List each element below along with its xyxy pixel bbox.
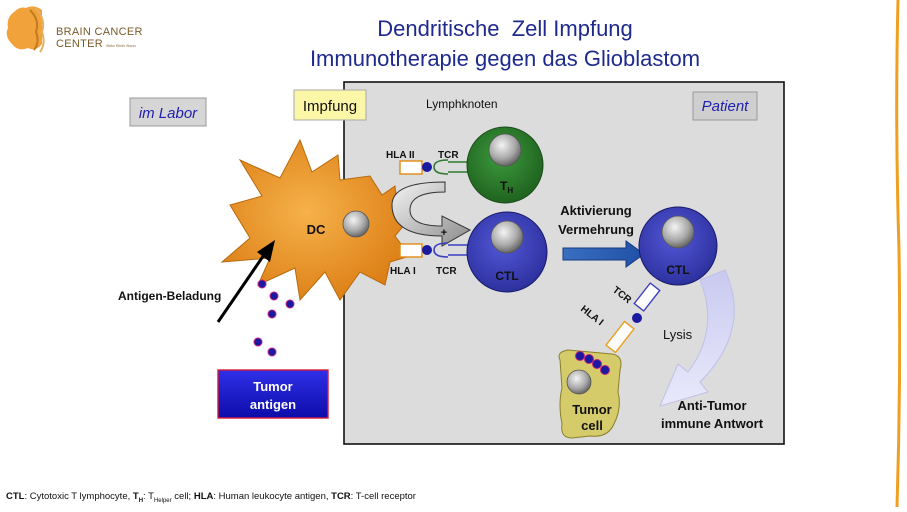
- footnote-tcr-text: : T-cell receptor: [350, 491, 416, 502]
- hla2-receptor: [399, 160, 423, 175]
- aktivierung-label: Aktivierung: [560, 203, 632, 218]
- tumor-cell-label-1: Tumor: [572, 402, 611, 417]
- tcr-th-stem: [448, 161, 470, 173]
- title-line-1: Dendritische Zell Impfung: [377, 16, 633, 41]
- tumor-antigen-dots: [253, 279, 295, 357]
- footnote-th-abbr: TH: [132, 491, 144, 504]
- title-line-2: Immunotherapie gegen das Glioblastom: [309, 46, 701, 71]
- hla2-antigen: [422, 162, 432, 172]
- lysis-arrow: [659, 269, 735, 407]
- footnote-th-abbr-main: T: [132, 491, 139, 502]
- antigen-beladung-label: Antigen-Beladung: [118, 289, 221, 303]
- anti-tumor-label-1: Anti-Tumor: [677, 398, 746, 413]
- dc-nucleus: [342, 210, 370, 238]
- hla1-antigen: [422, 245, 432, 255]
- hla2-label: HLA II: [386, 150, 415, 161]
- patient-label: Patient: [702, 98, 750, 115]
- hla1-patient-receptor: [605, 320, 635, 354]
- proliferation-arrow: [562, 240, 645, 268]
- tcr-label-ctl: TCR: [436, 266, 457, 277]
- hla1-patient-antigen: [632, 313, 642, 323]
- ctl-lymph-nucleus: [490, 220, 524, 254]
- patient-box: [692, 91, 758, 121]
- im-labor-label: im Labor: [139, 105, 198, 122]
- dc-label: DC: [307, 222, 326, 237]
- logo-text: BRAIN CANCER CENTER Beta Klinik Bonn: [56, 26, 143, 52]
- tcr-ctl-stem: [448, 244, 470, 256]
- antigen-loading-arrow: [216, 251, 268, 323]
- impfung-label: Impfung: [303, 98, 357, 115]
- footnote-hla-abbr: HLA: [193, 491, 214, 502]
- logo-line-1: BRAIN CANCER: [56, 26, 143, 38]
- tcr-ctl-receptor: [433, 242, 449, 258]
- orange-side-bar-graphic: [895, 0, 902, 508]
- tcr-label-th: TCR: [438, 150, 459, 161]
- footnote: CTL: Cytotoxic T lymphocyte, TH: THelper…: [6, 491, 416, 504]
- dendritic-cell: [220, 138, 411, 302]
- page-title: Dendritische Zell Impfung Immunotherapie…: [250, 14, 760, 74]
- footnote-th-text-2: cell;: [171, 491, 194, 502]
- footnote-ctl-abbr: CTL: [6, 491, 25, 502]
- plus-label: +: [441, 227, 447, 239]
- anti-tumor-label-2: immune Antwort: [661, 416, 764, 431]
- brain-logo-icon: [6, 6, 45, 53]
- tumor-antigen-label-2: antigen: [250, 397, 296, 412]
- tcr-patient-receptor: [633, 282, 661, 312]
- tcr-th-receptor: [433, 159, 449, 175]
- lymphknoten-label: Lymphknoten: [426, 97, 498, 111]
- logo-line-2: CENTER Beta Klinik Bonn: [56, 38, 143, 52]
- ctl-label-patient: CTL: [666, 263, 689, 277]
- antigen-loading-arrowhead: [257, 240, 275, 262]
- footnote-ctl-text: : Cytotoxic T lymphocyte,: [24, 491, 133, 502]
- vermehrung-label: Vermehrung: [558, 222, 634, 237]
- logo-line-3: Beta Klinik Bonn: [106, 43, 136, 48]
- tumor-cell-label-2: cell: [581, 418, 603, 433]
- footnote-tcr-abbr: TCR: [331, 491, 351, 502]
- tumor-antigen-box: [217, 369, 329, 419]
- th-label: TH: [500, 179, 513, 195]
- lysis-label: Lysis: [663, 327, 693, 342]
- ctl-patient-nucleus: [661, 215, 695, 249]
- hla1-label: HLA I: [390, 266, 416, 277]
- footnote-th-abbr-sub: H: [138, 497, 144, 504]
- footnote-th-text-1: : T: [143, 491, 154, 502]
- hla1-receptor: [399, 243, 423, 258]
- footnote-th-text-sub: Helper: [153, 497, 172, 504]
- ctl-label-lymph: CTL: [495, 269, 518, 283]
- tumor-antigen-label-1: Tumor: [253, 379, 292, 394]
- tumor-cell-nucleus: [566, 369, 592, 395]
- logo-line-2-text: CENTER: [56, 38, 104, 50]
- curved-activation-arrow: [391, 181, 472, 247]
- impfung-box: [293, 89, 367, 121]
- footnote-hla-text: : Human leukocyte antigen,: [213, 491, 332, 502]
- im-labor-box: [129, 97, 207, 127]
- t-helper-nucleus: [488, 133, 522, 167]
- orange-side-bar: [895, 0, 902, 508]
